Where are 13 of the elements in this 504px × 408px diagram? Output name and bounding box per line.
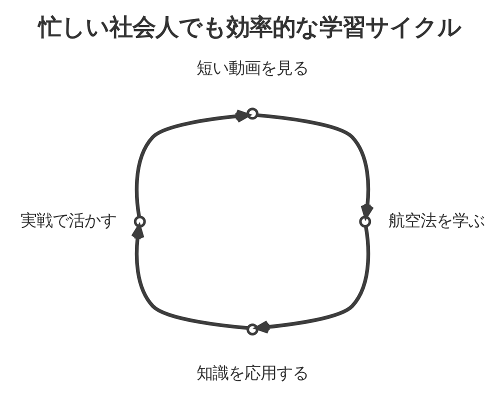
node-label: 実戦で活かす: [20, 210, 116, 230]
node-circle: [246, 324, 258, 336]
node-label: 短い動画を見る: [196, 58, 308, 78]
node-label: 知識を応用する: [196, 363, 308, 382]
node-circle: [246, 108, 258, 120]
arrow: [256, 113, 374, 219]
diagram-title: 忙しい社会人でも効率的な学習サイクル: [38, 13, 461, 42]
arrow: [134, 110, 250, 217]
node-label: 航空法を学ぶ: [388, 210, 484, 230]
arrow: [130, 224, 248, 330]
node-circle: [133, 216, 146, 228]
node-circle: [358, 216, 371, 228]
arrow: [254, 226, 370, 334]
